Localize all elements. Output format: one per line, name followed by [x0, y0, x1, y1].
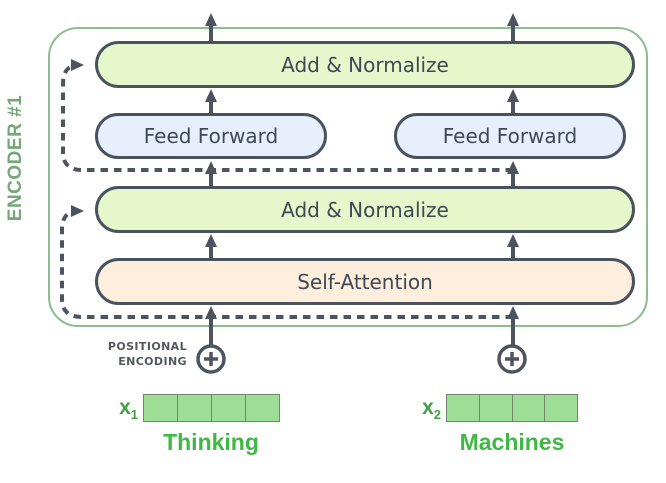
- vector-cell: [544, 395, 577, 421]
- vector-cell: [511, 395, 545, 421]
- residual-connection-lower: [60, 205, 513, 319]
- plus-circle-left-icon: [196, 344, 226, 374]
- self-attention-label: Self-Attention: [297, 269, 433, 294]
- add-normalize-top-label: Add & Normalize: [281, 52, 449, 77]
- feed-forward-right-label: Feed Forward: [442, 124, 578, 148]
- embedding-vector-x2: [446, 394, 578, 422]
- residual-connection-upper: [61, 59, 513, 172]
- positional-encoding-label: POSITIONAL ENCODING: [107, 340, 187, 368]
- encoder-frame: [48, 27, 648, 327]
- feed-forward-right-box: Feed Forward: [394, 113, 626, 159]
- feed-forward-left-label: Feed Forward: [143, 124, 279, 148]
- embedding-vector-x1: [143, 394, 280, 422]
- input-word-machines: Machines: [459, 429, 565, 455]
- x2-label: x2: [422, 396, 441, 423]
- plus-circle-right-icon: [497, 344, 527, 374]
- vector-cell: [478, 395, 512, 421]
- add-normalize-bottom-label: Add & Normalize: [281, 197, 449, 222]
- vector-cell: [177, 395, 211, 421]
- feed-forward-left-box: Feed Forward: [95, 113, 327, 159]
- vector-cell: [245, 395, 279, 421]
- vector-cell: [211, 395, 245, 421]
- add-normalize-bottom-box: Add & Normalize: [95, 186, 635, 233]
- self-attention-box: Self-Attention: [95, 258, 635, 305]
- add-normalize-top-box: Add & Normalize: [95, 41, 635, 88]
- input-word-thinking: Thinking: [163, 429, 259, 455]
- x1-label: x1: [119, 396, 138, 423]
